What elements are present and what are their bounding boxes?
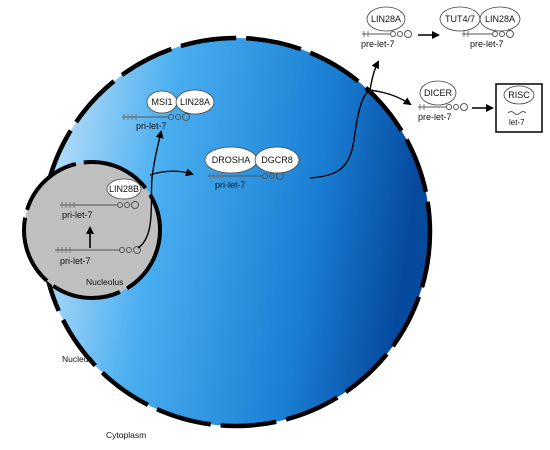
cyto-dicer-hairpin xyxy=(418,103,468,111)
nucleolus-lower-hairpin xyxy=(55,246,141,254)
lin28a-nuclear-protein xyxy=(175,89,215,115)
tut47-label: TUT4/7 xyxy=(445,14,475,24)
cyto-lin28a-rna-label: pre-let-7 xyxy=(361,39,395,49)
dgcr8-label: DGCR8 xyxy=(261,155,293,165)
nucleolus-lower-rna-label: pri-let-7 xyxy=(60,256,91,266)
nuclear-export-path xyxy=(309,89,371,179)
lin28a-tut-protein xyxy=(479,6,521,32)
arrow-to-dicer xyxy=(369,89,412,106)
lin28b-label: LIN28B xyxy=(109,184,139,194)
dicer-label: DICER xyxy=(424,88,453,98)
nucleolus-upper-rna-label: pri-let-7 xyxy=(62,210,93,220)
cyto-tut-rna-label: pre-let-7 xyxy=(470,39,504,49)
mature-mirna-label: let-7 xyxy=(509,118,525,127)
cytoplasm-region-label: Cytoplasm xyxy=(106,430,146,440)
nuclear-msi-hairpin xyxy=(122,113,190,121)
lin28a-tut-label: LIN28A xyxy=(485,14,515,24)
nucleus-region-label: Nucleus xyxy=(62,354,93,364)
arrow-to-msi1-complex xyxy=(137,130,164,249)
lin28b-protein xyxy=(106,178,142,200)
nucleus-body xyxy=(42,38,430,426)
cyto-dicer-rna-label: pre-let-7 xyxy=(418,112,452,122)
msi1-label: MSI1 xyxy=(151,97,172,107)
nuclear-drosha-rna-label: pri-let-7 xyxy=(215,180,246,190)
arrow-to-lin28a-cyto xyxy=(369,60,379,91)
nucleolus-boundary xyxy=(22,160,162,300)
dgcr8-protein xyxy=(254,146,300,174)
nuclear-msi-rna-label: pri-let-7 xyxy=(136,121,167,131)
drosha-label: DROSHA xyxy=(212,155,251,165)
dicer-protein xyxy=(419,80,457,106)
cyto-lin28a-hairpin xyxy=(362,30,412,38)
lin28a-cyto-label: LIN28A xyxy=(371,14,401,24)
lin28a-nuclear-label: LIN28A xyxy=(180,97,210,107)
risc-label: RISC xyxy=(508,90,530,100)
cyto-tut-hairpin xyxy=(462,30,514,38)
mature-mirna-strand xyxy=(507,111,527,115)
arrow-to-microprocessor xyxy=(149,168,194,177)
risc-protein xyxy=(503,85,535,105)
lin28a-cyto-protein xyxy=(366,6,406,32)
nucleolus-upper-hairpin xyxy=(60,201,139,209)
nucleolus-region-label: Nucleolus xyxy=(86,277,123,287)
